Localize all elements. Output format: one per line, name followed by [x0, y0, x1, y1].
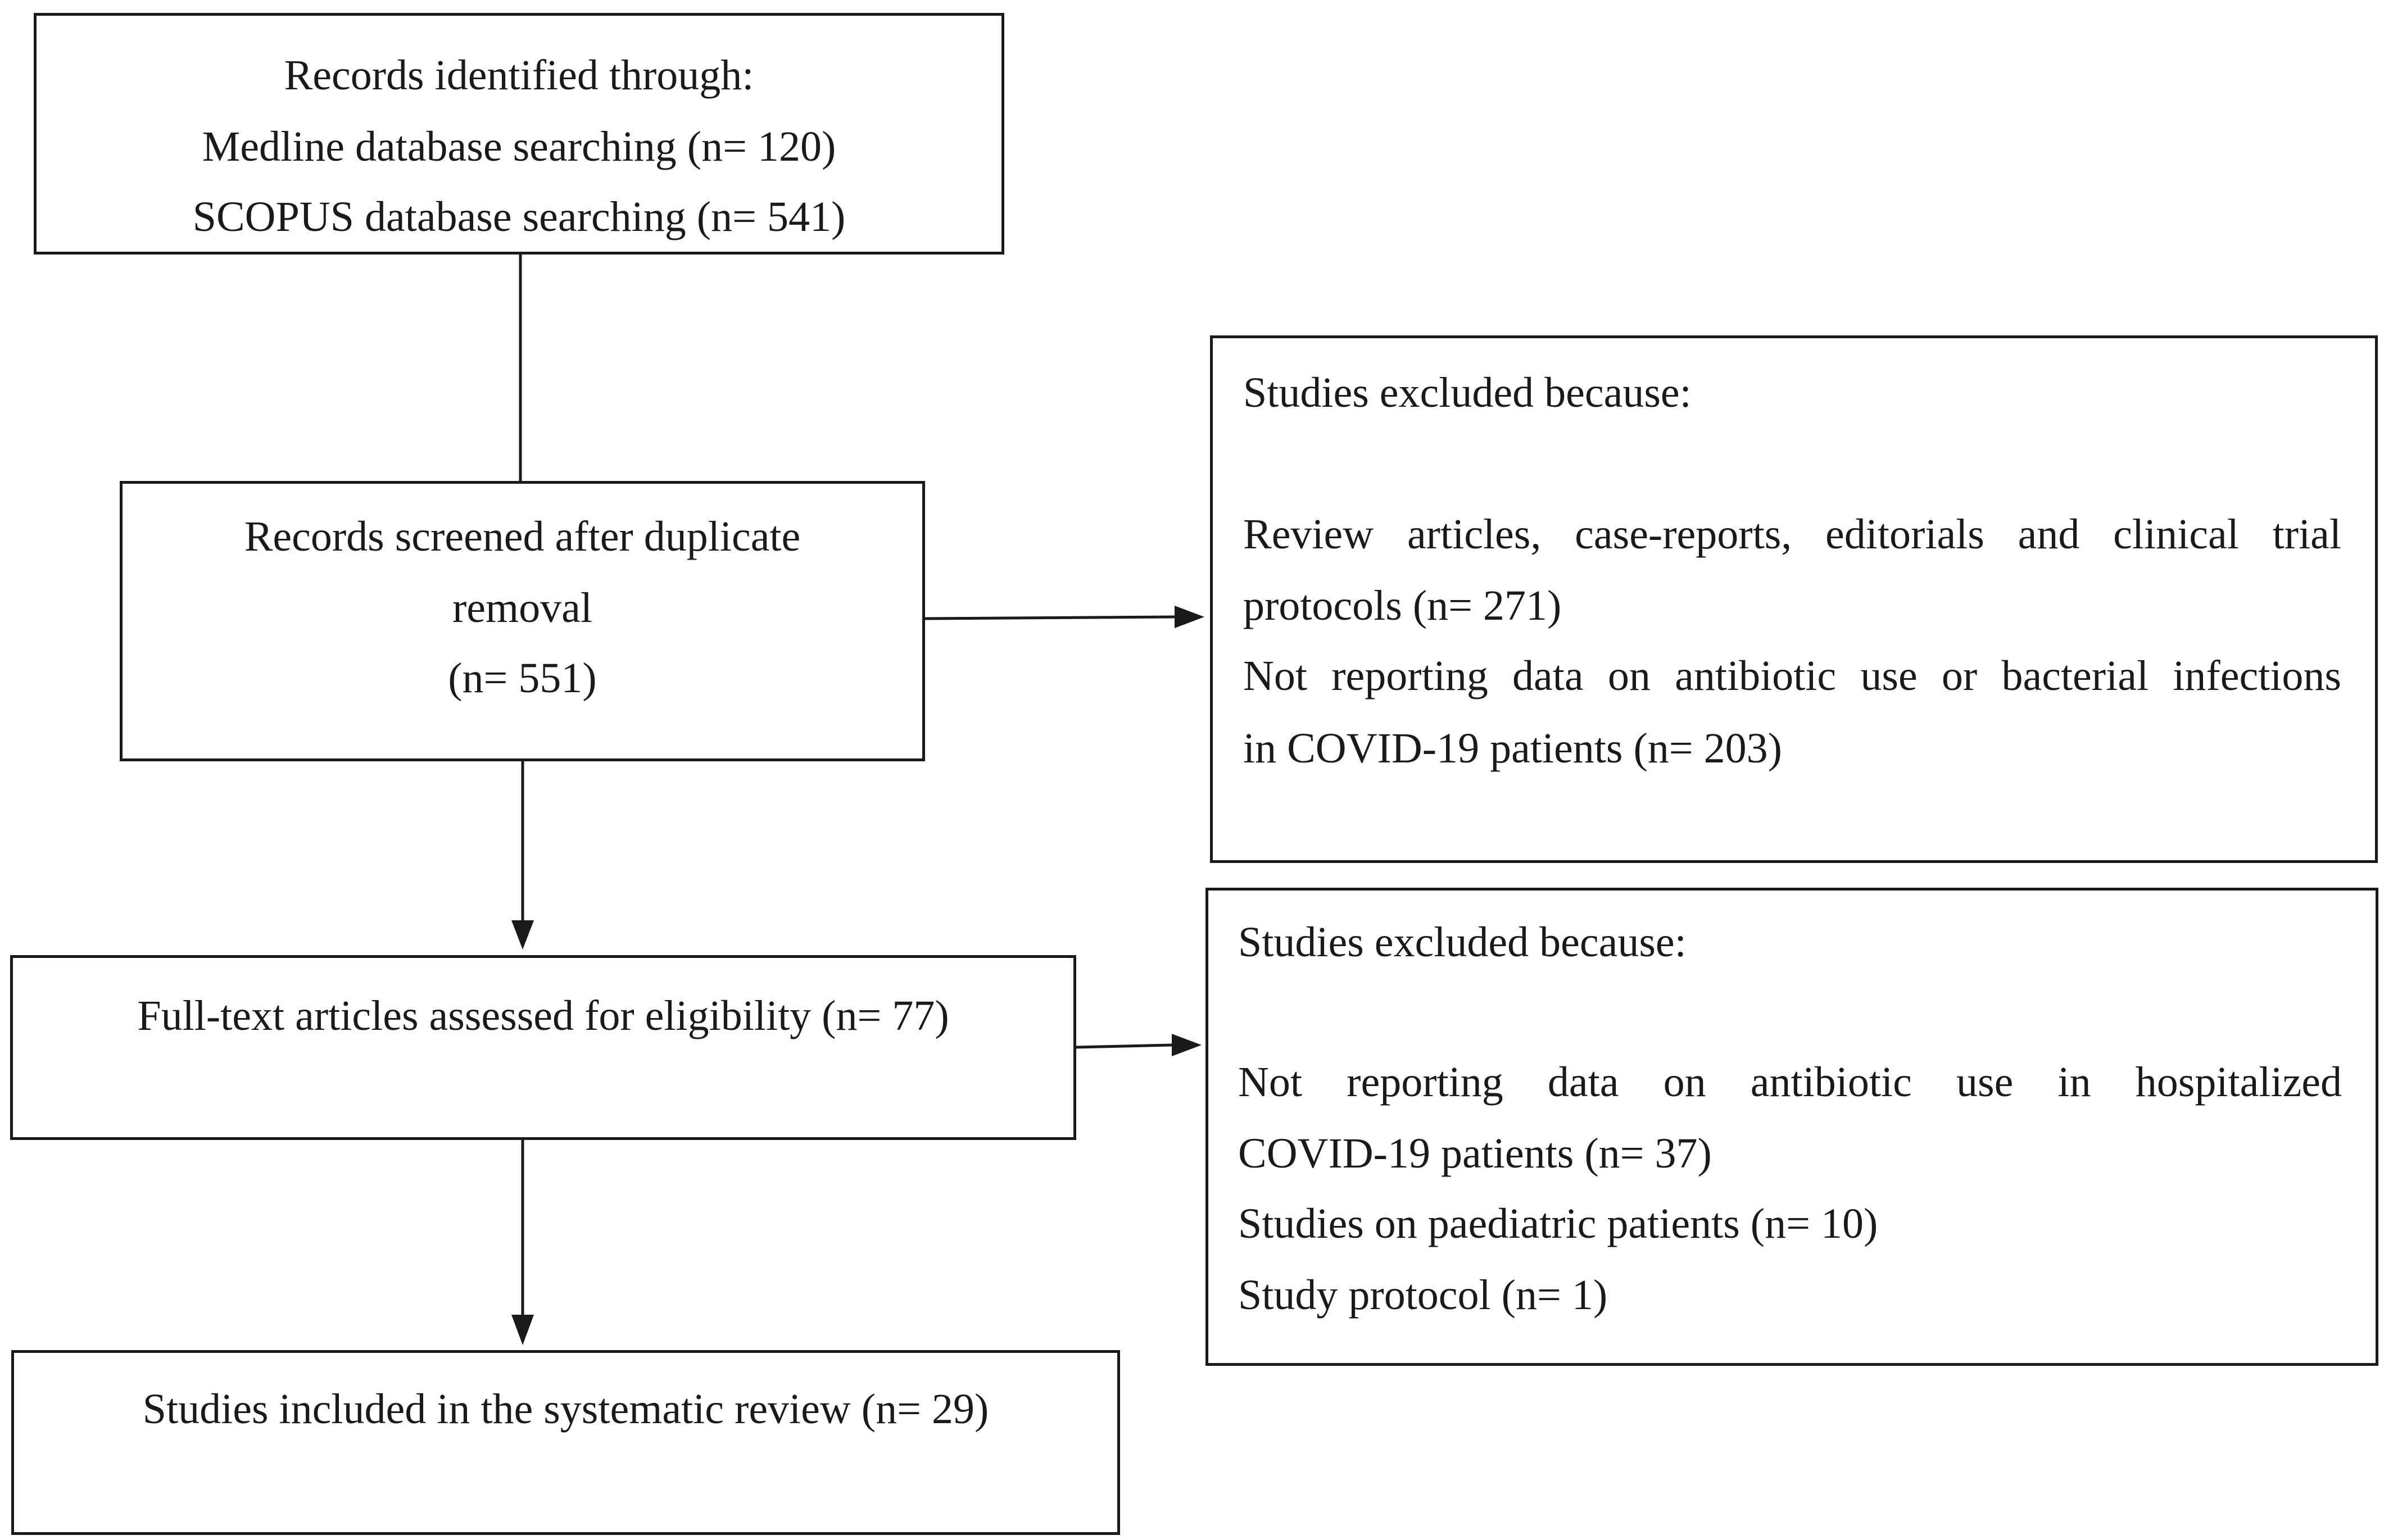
- arrow-screening-to-exclusion-1: [924, 615, 1175, 620]
- arrowhead-eligibility-to-exclusion-2: [1172, 1034, 1202, 1056]
- exclusion-2-heading: Studies excluded because:: [1238, 919, 1687, 966]
- identification-line-1: Records identified through:: [284, 52, 754, 99]
- exclusion-2-reason-1b: COVID-19 patients (n= 37): [1238, 1130, 1712, 1177]
- exclusion-box-1: Studies excluded because: Review article…: [1210, 335, 2378, 863]
- included-label: Studies included in the systematic revie…: [142, 1385, 989, 1433]
- arrow-eligibility-to-exclusion-2: [1075, 1043, 1172, 1049]
- exclusion-2-reason-1a: Not reporting data on antibiotic use in …: [1238, 1059, 2342, 1106]
- included-box: Studies included in the systematic revie…: [11, 1350, 1120, 1535]
- exclusion-2-reason-3: Study protocol (n= 1): [1238, 1271, 1608, 1319]
- exclusion-1-heading: Studies excluded because:: [1243, 369, 1692, 416]
- arrowhead-screening-to-eligibility: [511, 920, 534, 950]
- screening-count: (n= 551): [448, 655, 597, 702]
- arrowhead-eligibility-to-included: [511, 1315, 534, 1345]
- exclusion-1-reason-1b: protocols (n= 271): [1243, 582, 1562, 629]
- eligibility-box: Full-text articles assessed for eligibil…: [10, 955, 1076, 1140]
- exclusion-1-reason-1a: Review articles, case-reports, editorial…: [1243, 511, 2341, 558]
- identification-line-medline: Medline database searching (n= 120): [202, 123, 836, 170]
- identification-box: Records identified through: Medline data…: [34, 13, 1004, 255]
- exclusion-2-reason-2: Studies on paediatric patients (n= 10): [1238, 1200, 1878, 1247]
- screening-box: Records screened after duplicate removal…: [120, 481, 925, 761]
- exclusion-1-reason-2a: Not reporting data on antibiotic use or …: [1243, 652, 2341, 699]
- exclusion-box-2: Studies excluded because: Not reporting …: [1205, 888, 2378, 1366]
- eligibility-label: Full-text articles assessed for eligibil…: [137, 992, 949, 1039]
- exclusion-1-reason-2b: in COVID-19 patients (n= 203): [1243, 725, 1782, 772]
- screening-line-1: Records screened after duplicate: [244, 513, 801, 560]
- screening-line-2: removal: [452, 584, 592, 632]
- arrowhead-screening-to-exclusion-1: [1175, 606, 1204, 628]
- identification-line-scopus: SCOPUS database searching (n= 541): [192, 193, 846, 240]
